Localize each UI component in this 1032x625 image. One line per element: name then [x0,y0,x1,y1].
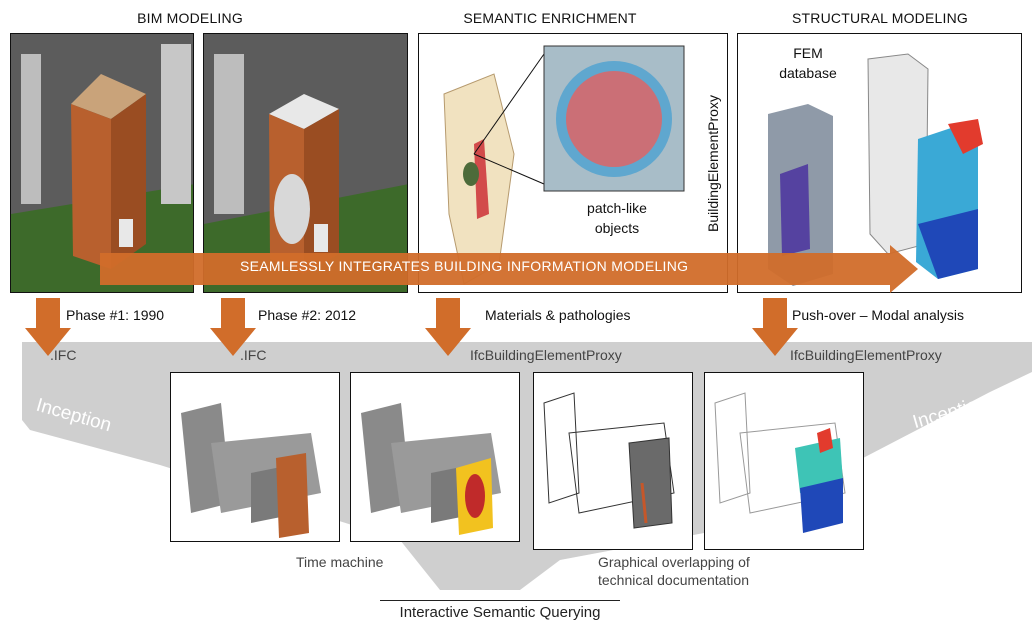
semantic-panel: patch-like objects BuildingElementProxy [418,33,728,293]
down-arrow-pushover [752,298,798,356]
down-arrow-phase1 [25,298,71,356]
header-structural: STRUCTURAL MODELING [792,10,968,26]
caption-time-machine: Time machine [296,554,384,570]
thumb-time-machine [170,372,340,542]
down-arrow-materials [425,298,471,356]
semantic-illustration [443,45,685,285]
patch-label-line: patch-like objects [587,200,647,236]
banner-text: SEAMLESSLY INTEGRATES BUILDING INFORMATI… [240,258,689,274]
caption-overlap-2: technical documentation [598,572,749,588]
down-arrow-phase2 [210,298,256,356]
thumb-structural [704,372,864,550]
materials-label: Materials & pathologies [485,307,631,323]
ifc-label-1: .IFC [50,347,77,363]
fem-illustration [768,53,983,286]
fem-label: FEM database [779,45,837,81]
pushover-label: Push-over – Modal analysis [792,307,964,323]
structural-panel: FEM database [737,33,1022,293]
caption-overlap-1: Graphical overlapping of [598,554,750,570]
proxy-label-1: IfcBuildingElementProxy [470,347,622,363]
proxy-label-2: IfcBuildingElementProxy [790,347,942,363]
caption-querying: Interactive Semantic Querying [399,604,601,621]
castle-wireframe-thumbnail [543,392,675,529]
phase2-label: Phase #2: 2012 [258,307,357,323]
thumb-semantic [350,372,520,542]
header-bim: BIM MODELING [137,10,243,26]
castle-highlight-thumbnail [361,403,501,535]
ifc-label-2: .IFC [240,347,267,363]
castle-brick-thumbnail [181,403,321,538]
querying-rule [380,600,620,601]
castle-fem-thumbnail [714,392,846,533]
header-semantic: SEMANTIC ENRICHMENT [463,10,637,26]
integration-banner-arrow [100,245,918,293]
proxy-vertical-label: BuildingElementProxy [705,95,721,232]
thumb-overlap [533,372,693,550]
phase1-label: Phase #1: 1990 [66,307,165,323]
